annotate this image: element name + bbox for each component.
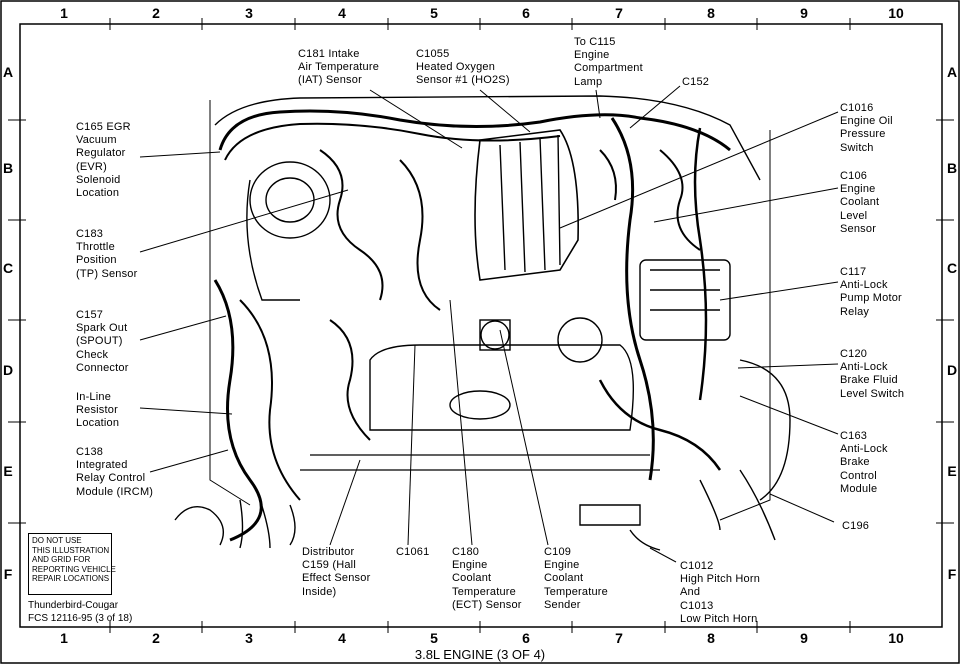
column-ticks bbox=[109, 18, 851, 633]
grid-row-d-left: D bbox=[2, 362, 14, 378]
grid-row-e-right: E bbox=[947, 463, 957, 479]
label-c115-lamp: To C115 Engine Compartment Lamp bbox=[574, 36, 643, 88]
grid-col-2-bottom: 2 bbox=[152, 630, 160, 646]
grid-row-d-right: D bbox=[946, 362, 958, 378]
label-c1012-horns: C1012 High Pitch Horn And C1013 Low Pitc… bbox=[680, 560, 761, 625]
grid-col-7-top: 7 bbox=[615, 5, 623, 21]
grid-col-10-top: 10 bbox=[888, 5, 904, 21]
label-c165-evr: C165 EGR Vacuum Regulator (EVR) Solenoid… bbox=[76, 121, 131, 200]
label-c180-ect-sensor: C180 Engine Coolant Temperature (ECT) Se… bbox=[452, 546, 522, 611]
grid-col-6-top: 6 bbox=[522, 5, 530, 21]
notice-box: DO NOT USE THIS ILLUSTRATION AND GRID FO… bbox=[28, 533, 116, 595]
figure-caption: 3.8L ENGINE (3 OF 4) bbox=[414, 647, 546, 662]
grid-col-4-bottom: 4 bbox=[338, 630, 346, 646]
grid-row-b-right: B bbox=[946, 160, 958, 176]
label-c1061: C1061 bbox=[396, 546, 430, 558]
label-c157-spout: C157 Spark Out (SPOUT) Check Connector bbox=[76, 309, 129, 374]
label-c181-iat-sensor: C181 Intake Air Temperature (IAT) Sensor bbox=[298, 48, 380, 87]
label-c163-abs-module: C163 Anti-Lock Brake Control Module bbox=[840, 430, 888, 495]
label-c117-pump-relay: C117 Anti-Lock Pump Motor Relay bbox=[840, 266, 902, 318]
grid-col-2-top: 2 bbox=[152, 5, 160, 21]
label-c183-tp-sensor: C183 Throttle Position (TP) Sensor bbox=[76, 228, 138, 280]
label-c138-ircm: C138 Integrated Relay Control Module (IR… bbox=[76, 446, 154, 498]
grid-col-3-bottom: 3 bbox=[245, 630, 253, 646]
grid-row-b-left: B bbox=[2, 160, 14, 176]
label-inline-resistor: In-Line Resistor Location bbox=[76, 391, 120, 430]
grid-col-1-top: 1 bbox=[60, 5, 68, 21]
label-c196: C196 bbox=[842, 520, 870, 532]
grid-col-5-bottom: 5 bbox=[430, 630, 438, 646]
grid-col-8-top: 8 bbox=[707, 5, 715, 21]
grid-col-1-bottom: 1 bbox=[60, 630, 68, 646]
label-distributor-c159: Distributor C159 (Hall Effect Sensor Ins… bbox=[302, 546, 371, 598]
grid-col-6-bottom: 6 bbox=[522, 630, 530, 646]
grid-col-4-top: 4 bbox=[338, 5, 346, 21]
grid-row-e-left: E bbox=[3, 463, 13, 479]
grid-col-5-top: 5 bbox=[430, 5, 438, 21]
grid-col-8-bottom: 8 bbox=[707, 630, 715, 646]
figure-code: FCS 12116-95 (3 of 18) bbox=[28, 613, 133, 624]
inner-frame bbox=[19, 23, 943, 628]
label-c152: C152 bbox=[682, 76, 710, 88]
engine-artwork bbox=[174, 95, 791, 551]
grid-row-a-left: A bbox=[2, 64, 14, 80]
row-ticks bbox=[8, 119, 954, 524]
grid-col-9-top: 9 bbox=[800, 5, 808, 21]
label-c1016-oil-pressure: C1016 Engine Oil Pressure Switch bbox=[840, 102, 893, 154]
label-c109-coolant-sender: C109 Engine Coolant Temperature Sender bbox=[544, 546, 608, 611]
label-c106-coolant-level: C106 Engine Coolant Level Sensor bbox=[840, 170, 880, 235]
grid-row-c-right: C bbox=[946, 260, 958, 276]
grid-row-a-right: A bbox=[946, 64, 958, 80]
grid-col-7-bottom: 7 bbox=[615, 630, 623, 646]
grid-col-3-top: 3 bbox=[245, 5, 253, 21]
leader-lines bbox=[139, 85, 839, 563]
label-c120-brake-fluid: C120 Anti-Lock Brake Fluid Level Switch bbox=[840, 348, 905, 400]
grid-row-f-left: F bbox=[3, 566, 13, 582]
vehicle-name: Thunderbird-Cougar bbox=[28, 600, 119, 611]
label-c1055-ho2s: C1055 Heated Oxygen Sensor #1 (HO2S) bbox=[416, 48, 510, 87]
grid-col-9-bottom: 9 bbox=[800, 630, 808, 646]
grid-row-f-right: F bbox=[947, 566, 957, 582]
grid-col-10-bottom: 10 bbox=[888, 630, 904, 646]
grid-row-c-left: C bbox=[2, 260, 14, 276]
